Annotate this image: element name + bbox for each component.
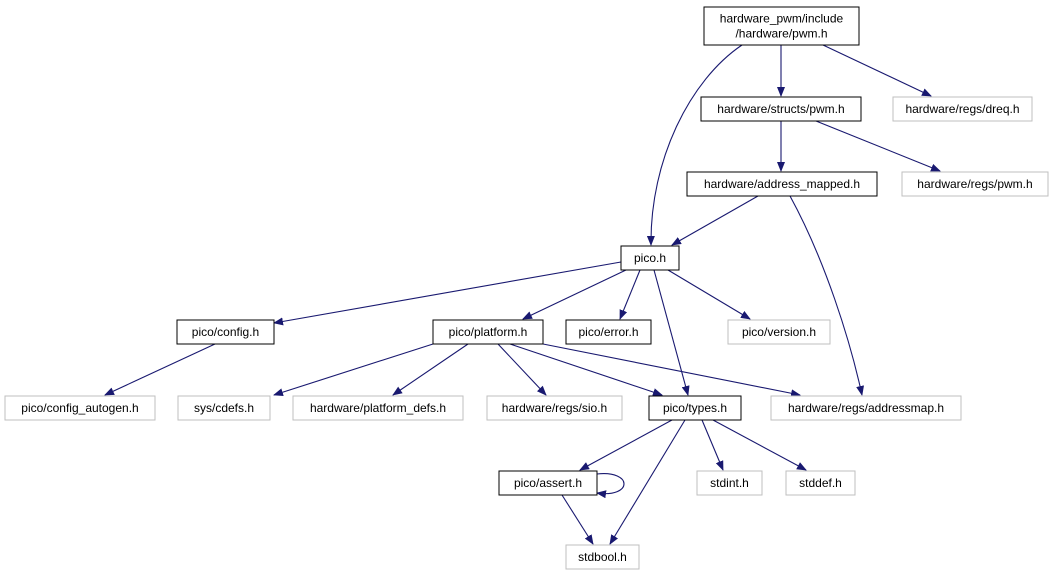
node-label: hardware/regs/sio.h	[502, 401, 607, 415]
node-label: pico/config.h	[192, 325, 259, 339]
node-types[interactable]: pico/types.h	[648, 395, 742, 421]
node-label: pico/assert.h	[514, 476, 582, 490]
node-label: hardware/regs/addressmap.h	[788, 401, 944, 415]
node-root[interactable]: hardware_pwm/include/hardware/pwm.h	[703, 6, 860, 46]
node-error[interactable]: pico/error.h	[565, 319, 652, 345]
node-label: pico.h	[634, 251, 666, 265]
node-box	[177, 395, 271, 421]
node-config[interactable]: pico/config.h	[176, 319, 275, 345]
node-box	[620, 245, 680, 271]
node-label: pico/types.h	[663, 401, 727, 415]
edge-types-to-assert	[579, 419, 673, 471]
node-stddef: stddef.h	[785, 470, 856, 496]
edge-pico-to-version	[667, 269, 751, 320]
edge-assert-to-stdbool	[561, 494, 594, 545]
node-box	[486, 395, 623, 421]
node-box	[565, 319, 652, 345]
edge-types-to-stdint	[701, 419, 724, 471]
edge-pico-to-error	[619, 269, 641, 320]
edges-layer	[104, 44, 941, 545]
node-box	[785, 470, 856, 496]
edge-assert-to-assert	[596, 473, 625, 499]
node-label: /hardware/pwm.h	[735, 27, 827, 41]
node-box	[176, 319, 275, 345]
edge-pico-to-platform	[522, 269, 627, 320]
node-box	[498, 470, 598, 496]
node-version: pico/version.h	[727, 319, 831, 345]
node-box	[892, 96, 1033, 122]
edge-platform-to-regs-sio	[497, 343, 547, 396]
node-label: sys/cdefs.h	[194, 401, 254, 415]
node-label: hardware/address_mapped.h	[704, 177, 860, 191]
edge-config-to-config-autogen	[104, 343, 216, 396]
node-box	[4, 395, 156, 421]
node-platform[interactable]: pico/platform.h	[432, 319, 544, 345]
edge-address-mapped-to-addressmap	[789, 195, 864, 396]
node-pico[interactable]: pico.h	[620, 245, 680, 271]
node-structs-pwm[interactable]: hardware/structs/pwm.h	[700, 96, 862, 122]
node-label: hardware/structs/pwm.h	[717, 102, 844, 116]
edge-structs-pwm-to-regs-pwm	[815, 120, 941, 172]
node-box	[770, 395, 962, 421]
node-box	[565, 544, 640, 570]
node-stdbool: stdbool.h	[565, 544, 640, 570]
node-label: hardware/platform_defs.h	[310, 401, 446, 415]
edge-platform-to-platform-defs	[392, 343, 469, 396]
node-cdefs: sys/cdefs.h	[177, 395, 271, 421]
node-regs-dreq: hardware/regs/dreq.h	[892, 96, 1033, 122]
node-platform-defs: hardware/platform_defs.h	[292, 395, 464, 421]
node-label: pico/version.h	[742, 325, 816, 339]
edge-types-to-stdbool	[609, 419, 686, 545]
node-stdint: stdint.h	[696, 470, 763, 496]
node-regs-pwm: hardware/regs/pwm.h	[901, 171, 1049, 197]
edge-pico-to-config	[273, 261, 622, 326]
node-box	[727, 319, 831, 345]
node-label: stdbool.h	[578, 550, 627, 564]
edge-types-to-stddef	[712, 419, 807, 471]
node-label: hardware_pwm/include	[720, 12, 844, 26]
node-box	[292, 395, 464, 421]
edge-pico-to-types	[653, 269, 690, 396]
edge-address-mapped-to-pico	[671, 195, 759, 246]
node-label: stdint.h	[710, 476, 749, 490]
edge-root-to-regs-dreq	[822, 44, 932, 97]
node-box	[703, 6, 860, 46]
node-assert[interactable]: pico/assert.h	[498, 470, 598, 496]
node-label: hardware/regs/dreq.h	[905, 102, 1019, 116]
node-label: pico/platform.h	[449, 325, 528, 339]
node-box	[648, 395, 742, 421]
node-label: pico/error.h	[578, 325, 638, 339]
node-box	[700, 96, 862, 122]
edge-root-to-pico	[646, 44, 743, 246]
edge-platform-to-types	[509, 343, 663, 396]
node-label: hardware/regs/pwm.h	[917, 177, 1032, 191]
node-label: pico/config_autogen.h	[21, 401, 138, 415]
node-regs-sio: hardware/regs/sio.h	[486, 395, 623, 421]
nodes-layer: hardware_pwm/include/hardware/pwm.hhardw…	[4, 6, 1049, 570]
node-box	[432, 319, 544, 345]
node-box	[686, 171, 878, 197]
node-box	[901, 171, 1049, 197]
node-address-mapped[interactable]: hardware/address_mapped.h	[686, 171, 878, 197]
node-config-autogen: pico/config_autogen.h	[4, 395, 156, 421]
node-addressmap: hardware/regs/addressmap.h	[770, 395, 962, 421]
edge-platform-to-cdefs	[273, 343, 434, 397]
node-label: stddef.h	[799, 476, 842, 490]
node-box	[696, 470, 763, 496]
edge-platform-to-addressmap	[542, 343, 801, 398]
